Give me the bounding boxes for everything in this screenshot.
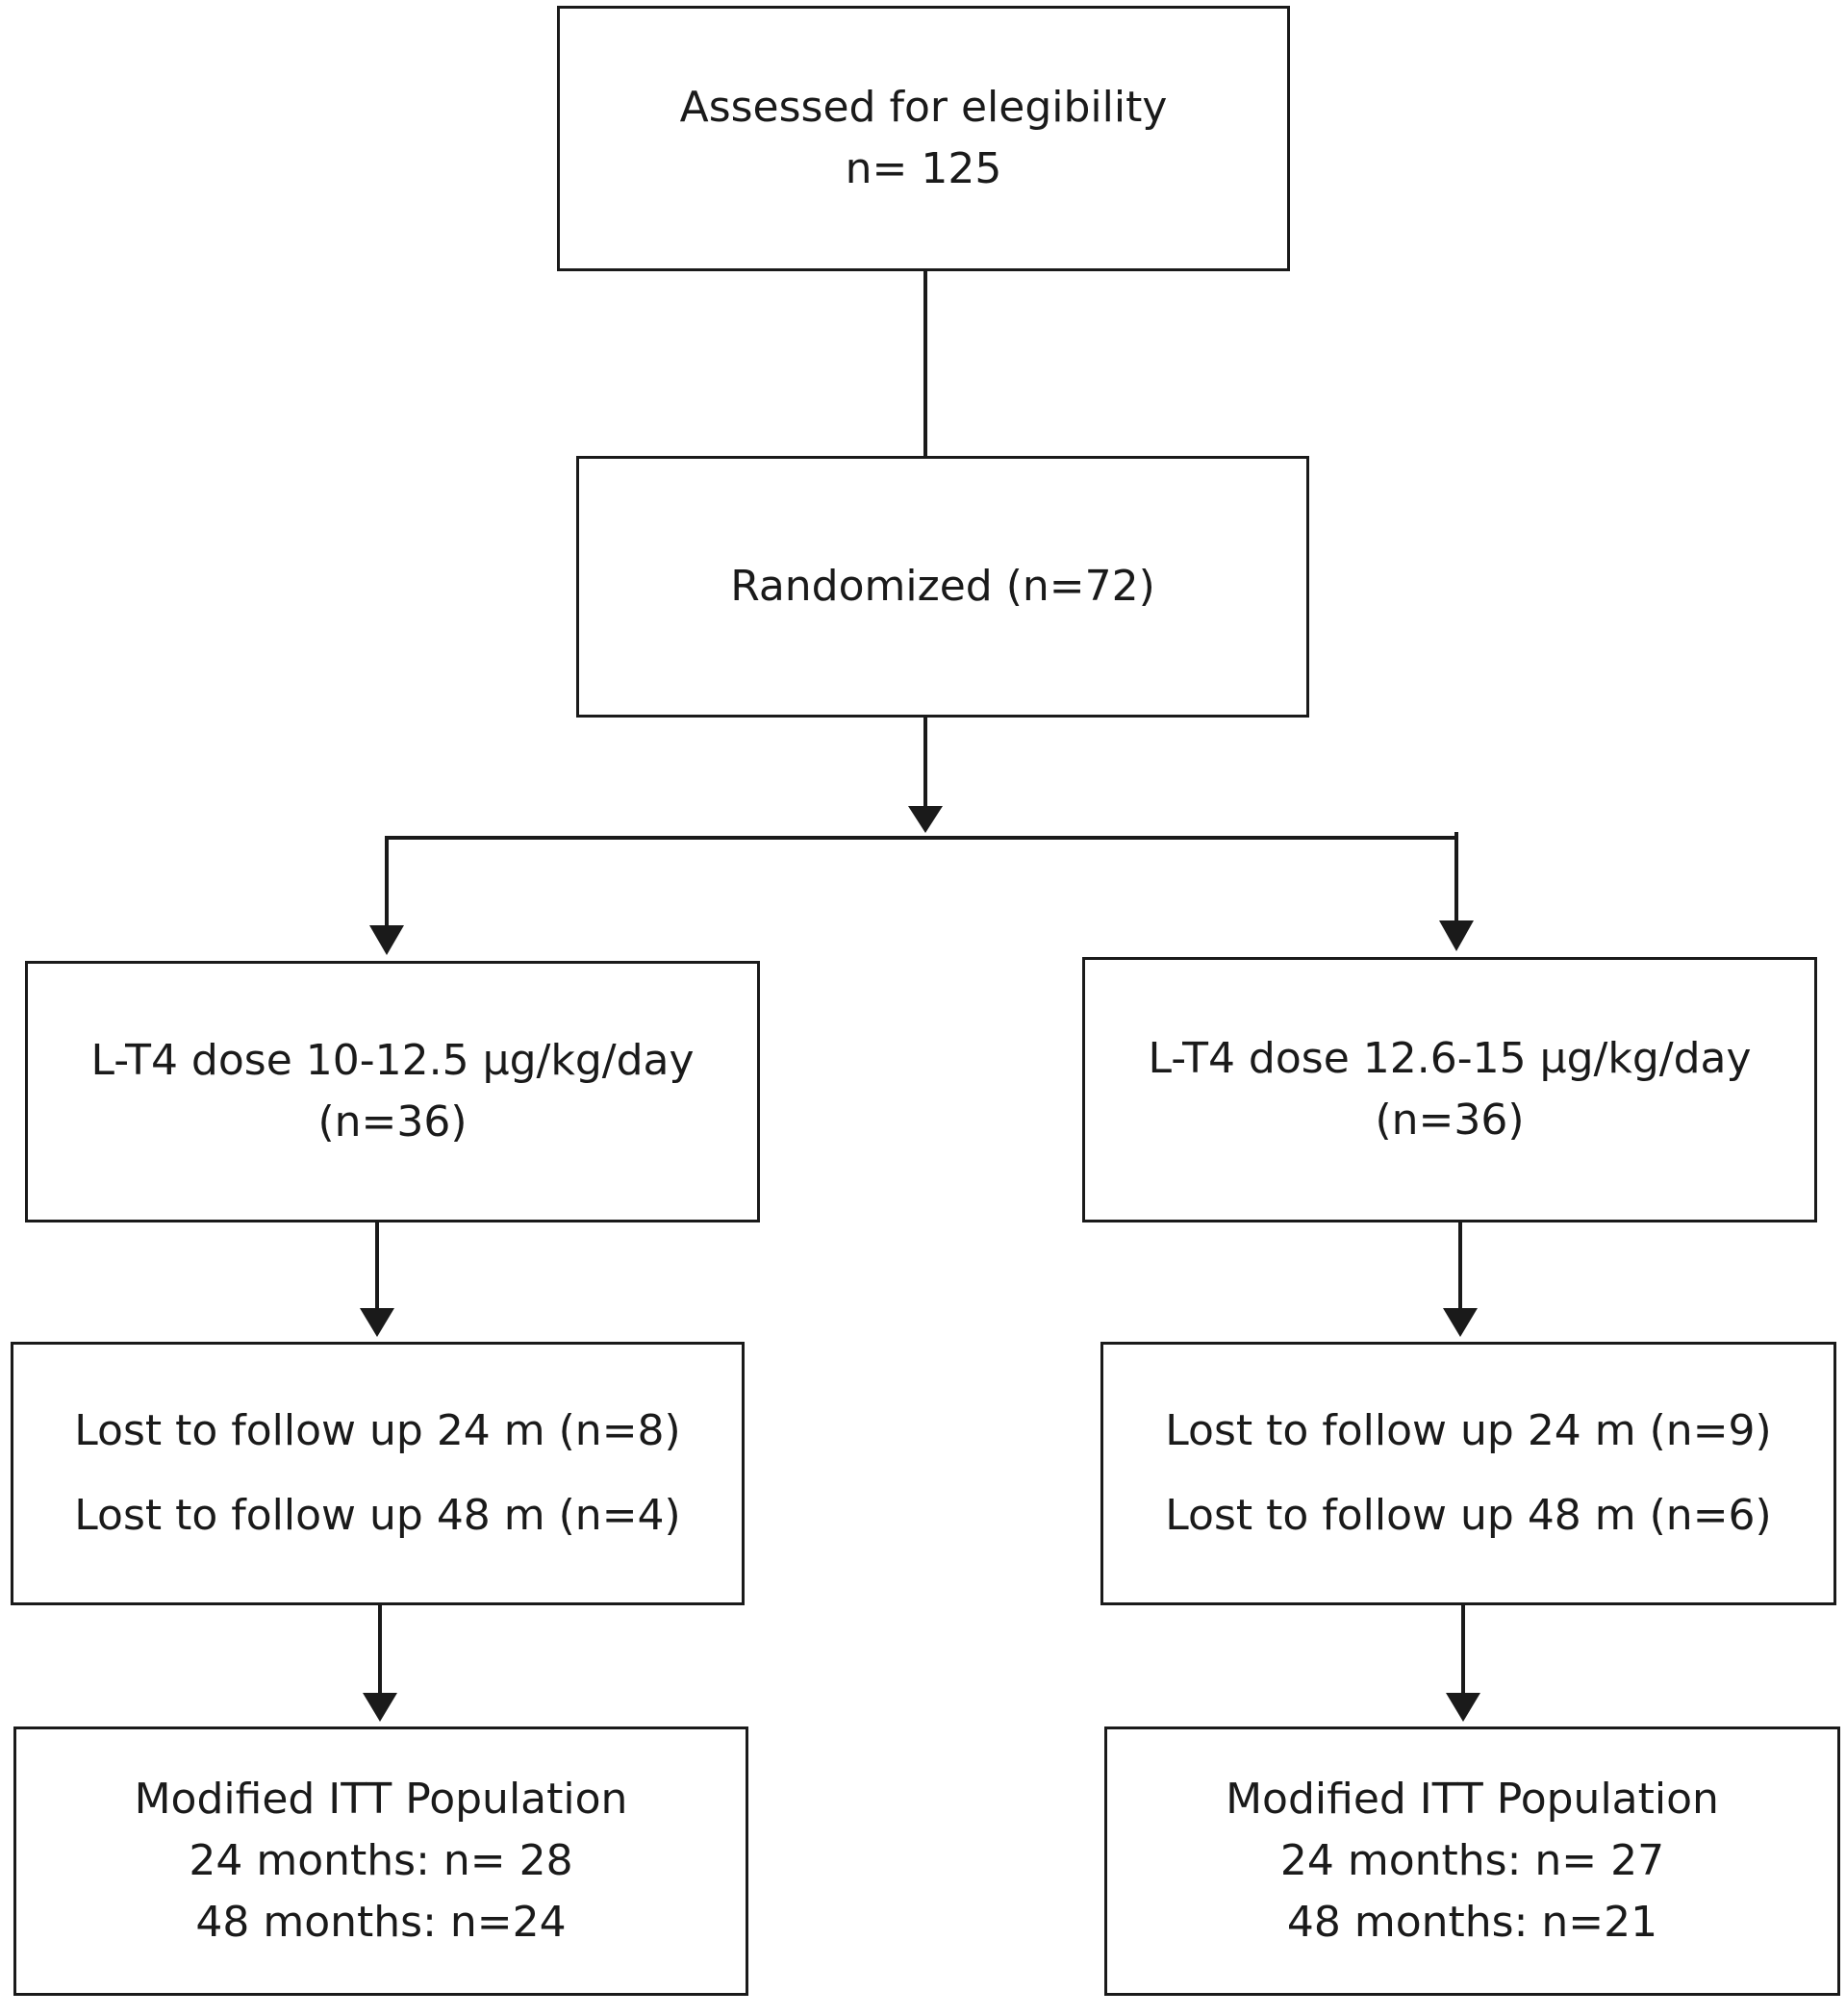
lost-24m-high-dose: Lost to follow up 24 m (n=9) — [1165, 1406, 1772, 1455]
arrowhead-itt-left — [363, 1693, 397, 1722]
lost-followup-low-dose-node: Lost to follow up 24 m (n=8) Lost to fol… — [11, 1342, 745, 1605]
itt-48m-low-dose: 48 months: n=24 — [195, 1897, 567, 1947]
itt-48m-high-dose: 48 months: n=21 — [1286, 1897, 1658, 1947]
arrowhead-split — [908, 806, 943, 833]
arrowhead-arm-left — [369, 925, 404, 955]
randomized-node: Randomized (n=72) — [576, 456, 1309, 718]
itt-title-high-dose: Modified ITT Population — [1226, 1775, 1719, 1825]
arm-high-dose-label: L-T4 dose 12.6-15 µg/kg/day — [1148, 1034, 1752, 1084]
randomized-label: Randomized (n=72) — [730, 562, 1155, 612]
lost-24m-low-dose: Lost to follow up 24 m (n=8) — [74, 1406, 681, 1455]
arrowhead-lost-left — [360, 1308, 394, 1337]
itt-population-low-dose-node: Modified ITT Population 24 months: n= 28… — [13, 1726, 748, 1996]
arrowhead-lost-right — [1443, 1308, 1478, 1337]
lost-48m-low-dose: Lost to follow up 48 m (n=4) — [74, 1491, 681, 1540]
arm-low-dose-label: L-T4 dose 10-12.5 µg/kg/day — [90, 1036, 695, 1086]
itt-24m-high-dose: 24 months: n= 27 — [1279, 1836, 1665, 1886]
lost-followup-high-dose-node: Lost to follow up 24 m (n=9) Lost to fol… — [1100, 1342, 1836, 1605]
arrowhead-itt-right — [1446, 1693, 1480, 1722]
assessed-count: n= 125 — [845, 144, 1002, 193]
itt-population-high-dose-node: Modified ITT Population 24 months: n= 27… — [1104, 1726, 1840, 1996]
itt-24m-low-dose: 24 months: n= 28 — [189, 1836, 573, 1886]
arm-low-dose-node: L-T4 dose 10-12.5 µg/kg/day (n=36) — [25, 961, 760, 1222]
assessed-title: Assessed for elegibility — [679, 83, 1168, 133]
assessed-node: Assessed for elegibility n= 125 — [557, 6, 1290, 271]
arm-high-dose-node: L-T4 dose 12.6-15 µg/kg/day (n=36) — [1082, 957, 1817, 1222]
lost-48m-high-dose: Lost to follow up 48 m (n=6) — [1165, 1491, 1772, 1540]
arrowhead-arm-right — [1439, 920, 1474, 951]
arm-low-dose-count: (n=36) — [317, 1097, 468, 1147]
arm-high-dose-count: (n=36) — [1375, 1096, 1525, 1145]
itt-title-low-dose: Modified ITT Population — [134, 1775, 628, 1825]
